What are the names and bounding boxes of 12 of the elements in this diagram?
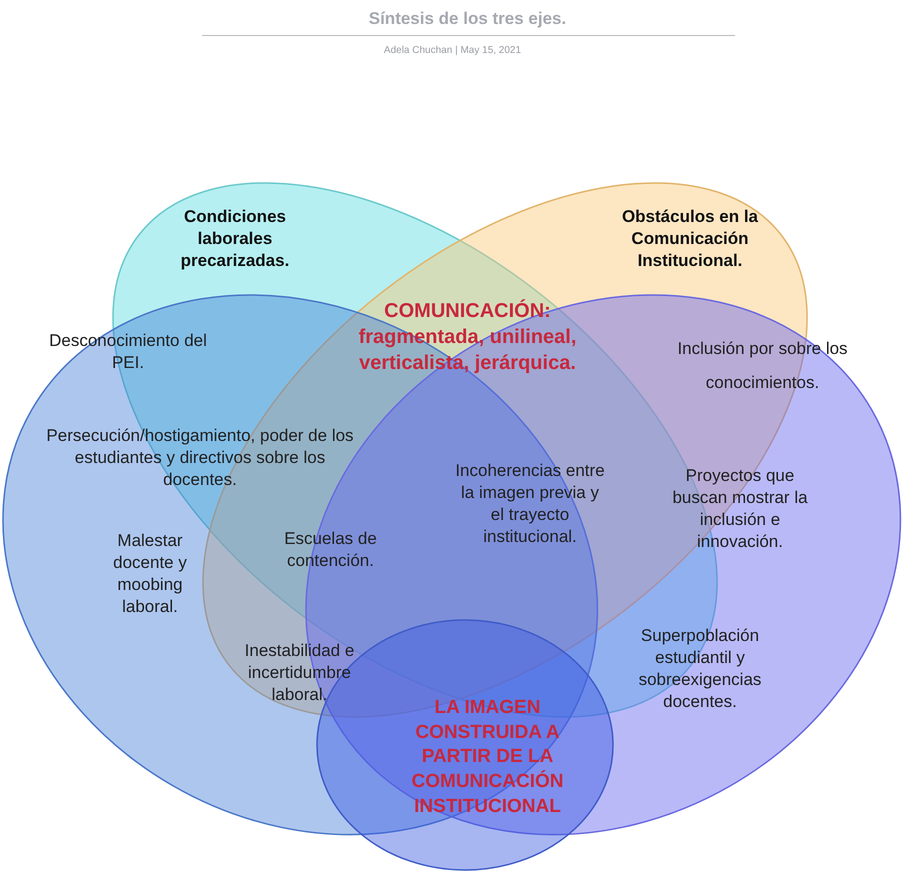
ellipse-heading: Obstáculos en la Comunicación Institucional. — [620, 206, 759, 272]
byline: Adela Chuchan | May 15, 2021 — [382, 44, 522, 57]
region-text: Proyectos que buscan mostrar la inclusión e innovación. — [671, 465, 809, 554]
ellipse-heading: Condiciones laborales precarizadas. — [180, 206, 290, 272]
region-text: Malestar docente y moobing laboral. — [112, 530, 188, 618]
region-text: Inclusión por sobre los conocimientos. — [676, 338, 849, 394]
region-text: Incoherencias entre la imagen previa y el trayecto institucional. — [455, 460, 605, 548]
region-text: Persecución/hostigamiento, poder de los estudiantes y directivos sobre los docentes. — [45, 425, 355, 492]
region-text: Superpoblación estudiantil y sobreexigencias docentes. — [638, 625, 762, 714]
diagram-title: Síntesis de los tres ejes. — [368, 8, 568, 30]
ellipse-heading: LA IMAGEN CONSTRUIDA A PARTIR DE LA COMUNICACIÓN INSTITUCIONAL — [410, 696, 564, 819]
region-text: Escuelas de contención. — [283, 528, 378, 572]
